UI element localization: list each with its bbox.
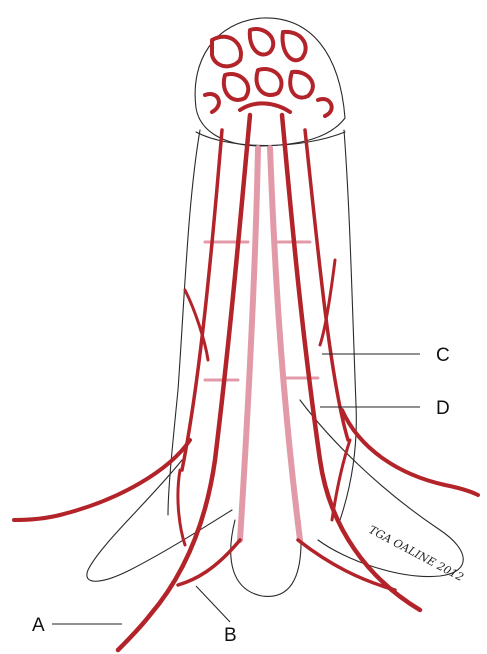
left-artery-branch (14, 440, 190, 520)
right-artery-branch (342, 410, 478, 495)
light-vessels (205, 148, 318, 540)
glans-network (205, 29, 332, 116)
label-a: A (32, 615, 45, 636)
label-c: C (436, 345, 450, 366)
leader-line-b (196, 586, 230, 622)
label-b: B (224, 625, 237, 646)
label-d: D (436, 398, 450, 419)
artist-signature: TGA OALINE 2012 (367, 523, 466, 584)
dorsal-artery-right (282, 115, 420, 610)
corona-line (196, 132, 345, 146)
dorsal-artery-left (118, 115, 250, 650)
light-vessel-right (270, 148, 300, 540)
lateral-artery-left (182, 130, 222, 470)
